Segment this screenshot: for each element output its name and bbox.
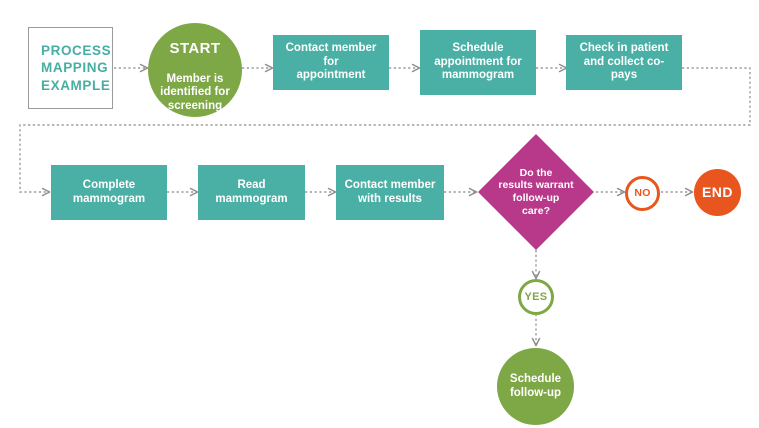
node-contact-appointment[interactable]: Contact member for appointment xyxy=(273,35,389,90)
node-no-label: NO xyxy=(634,187,651,200)
title-card-text: PROCESS MAPPING EXAMPLE xyxy=(41,43,112,93)
node-check-in-label: Check in patient and collect co-pays xyxy=(579,42,669,82)
node-contact-results[interactable]: Contact member with results xyxy=(336,165,444,220)
node-end-label: END xyxy=(701,184,734,201)
node-no[interactable]: NO xyxy=(625,176,660,211)
node-end[interactable]: END xyxy=(694,169,741,216)
node-contact-results-label: Contact member with results xyxy=(344,178,436,205)
node-read-mammogram-label: Read mammogram xyxy=(215,178,288,205)
node-schedule-followup[interactable]: Schedule follow-up xyxy=(497,348,574,425)
node-yes-label: YES xyxy=(524,290,548,303)
node-decision-label: Do the results warrant follow-up care? xyxy=(498,166,574,217)
node-yes[interactable]: YES xyxy=(518,279,554,315)
node-schedule-mammogram[interactable]: Schedule appointment for mammogram xyxy=(420,30,536,95)
node-schedule-followup-label: Schedule follow-up xyxy=(509,372,562,399)
node-check-in[interactable]: Check in patient and collect co-pays xyxy=(566,35,682,90)
node-complete-mammogram-label: Complete mammogram xyxy=(72,178,146,205)
node-decision[interactable]: Do the results warrant follow-up care? xyxy=(478,134,594,250)
node-start-body: START Member is identified for screening xyxy=(152,27,238,114)
node-contact-appointment-label: Contact member for appointment xyxy=(285,42,377,82)
node-start-kicker: START xyxy=(169,40,221,58)
node-read-mammogram[interactable]: Read mammogram xyxy=(198,165,305,220)
node-schedule-mammogram-label: Schedule appointment for mammogram xyxy=(434,42,522,82)
node-complete-mammogram[interactable]: Complete mammogram xyxy=(51,165,167,220)
title-card: PROCESS MAPPING EXAMPLE xyxy=(28,27,113,109)
node-start-label: Member is identified for screening xyxy=(160,72,230,112)
node-start[interactable]: START Member is identified for screening xyxy=(148,23,242,117)
